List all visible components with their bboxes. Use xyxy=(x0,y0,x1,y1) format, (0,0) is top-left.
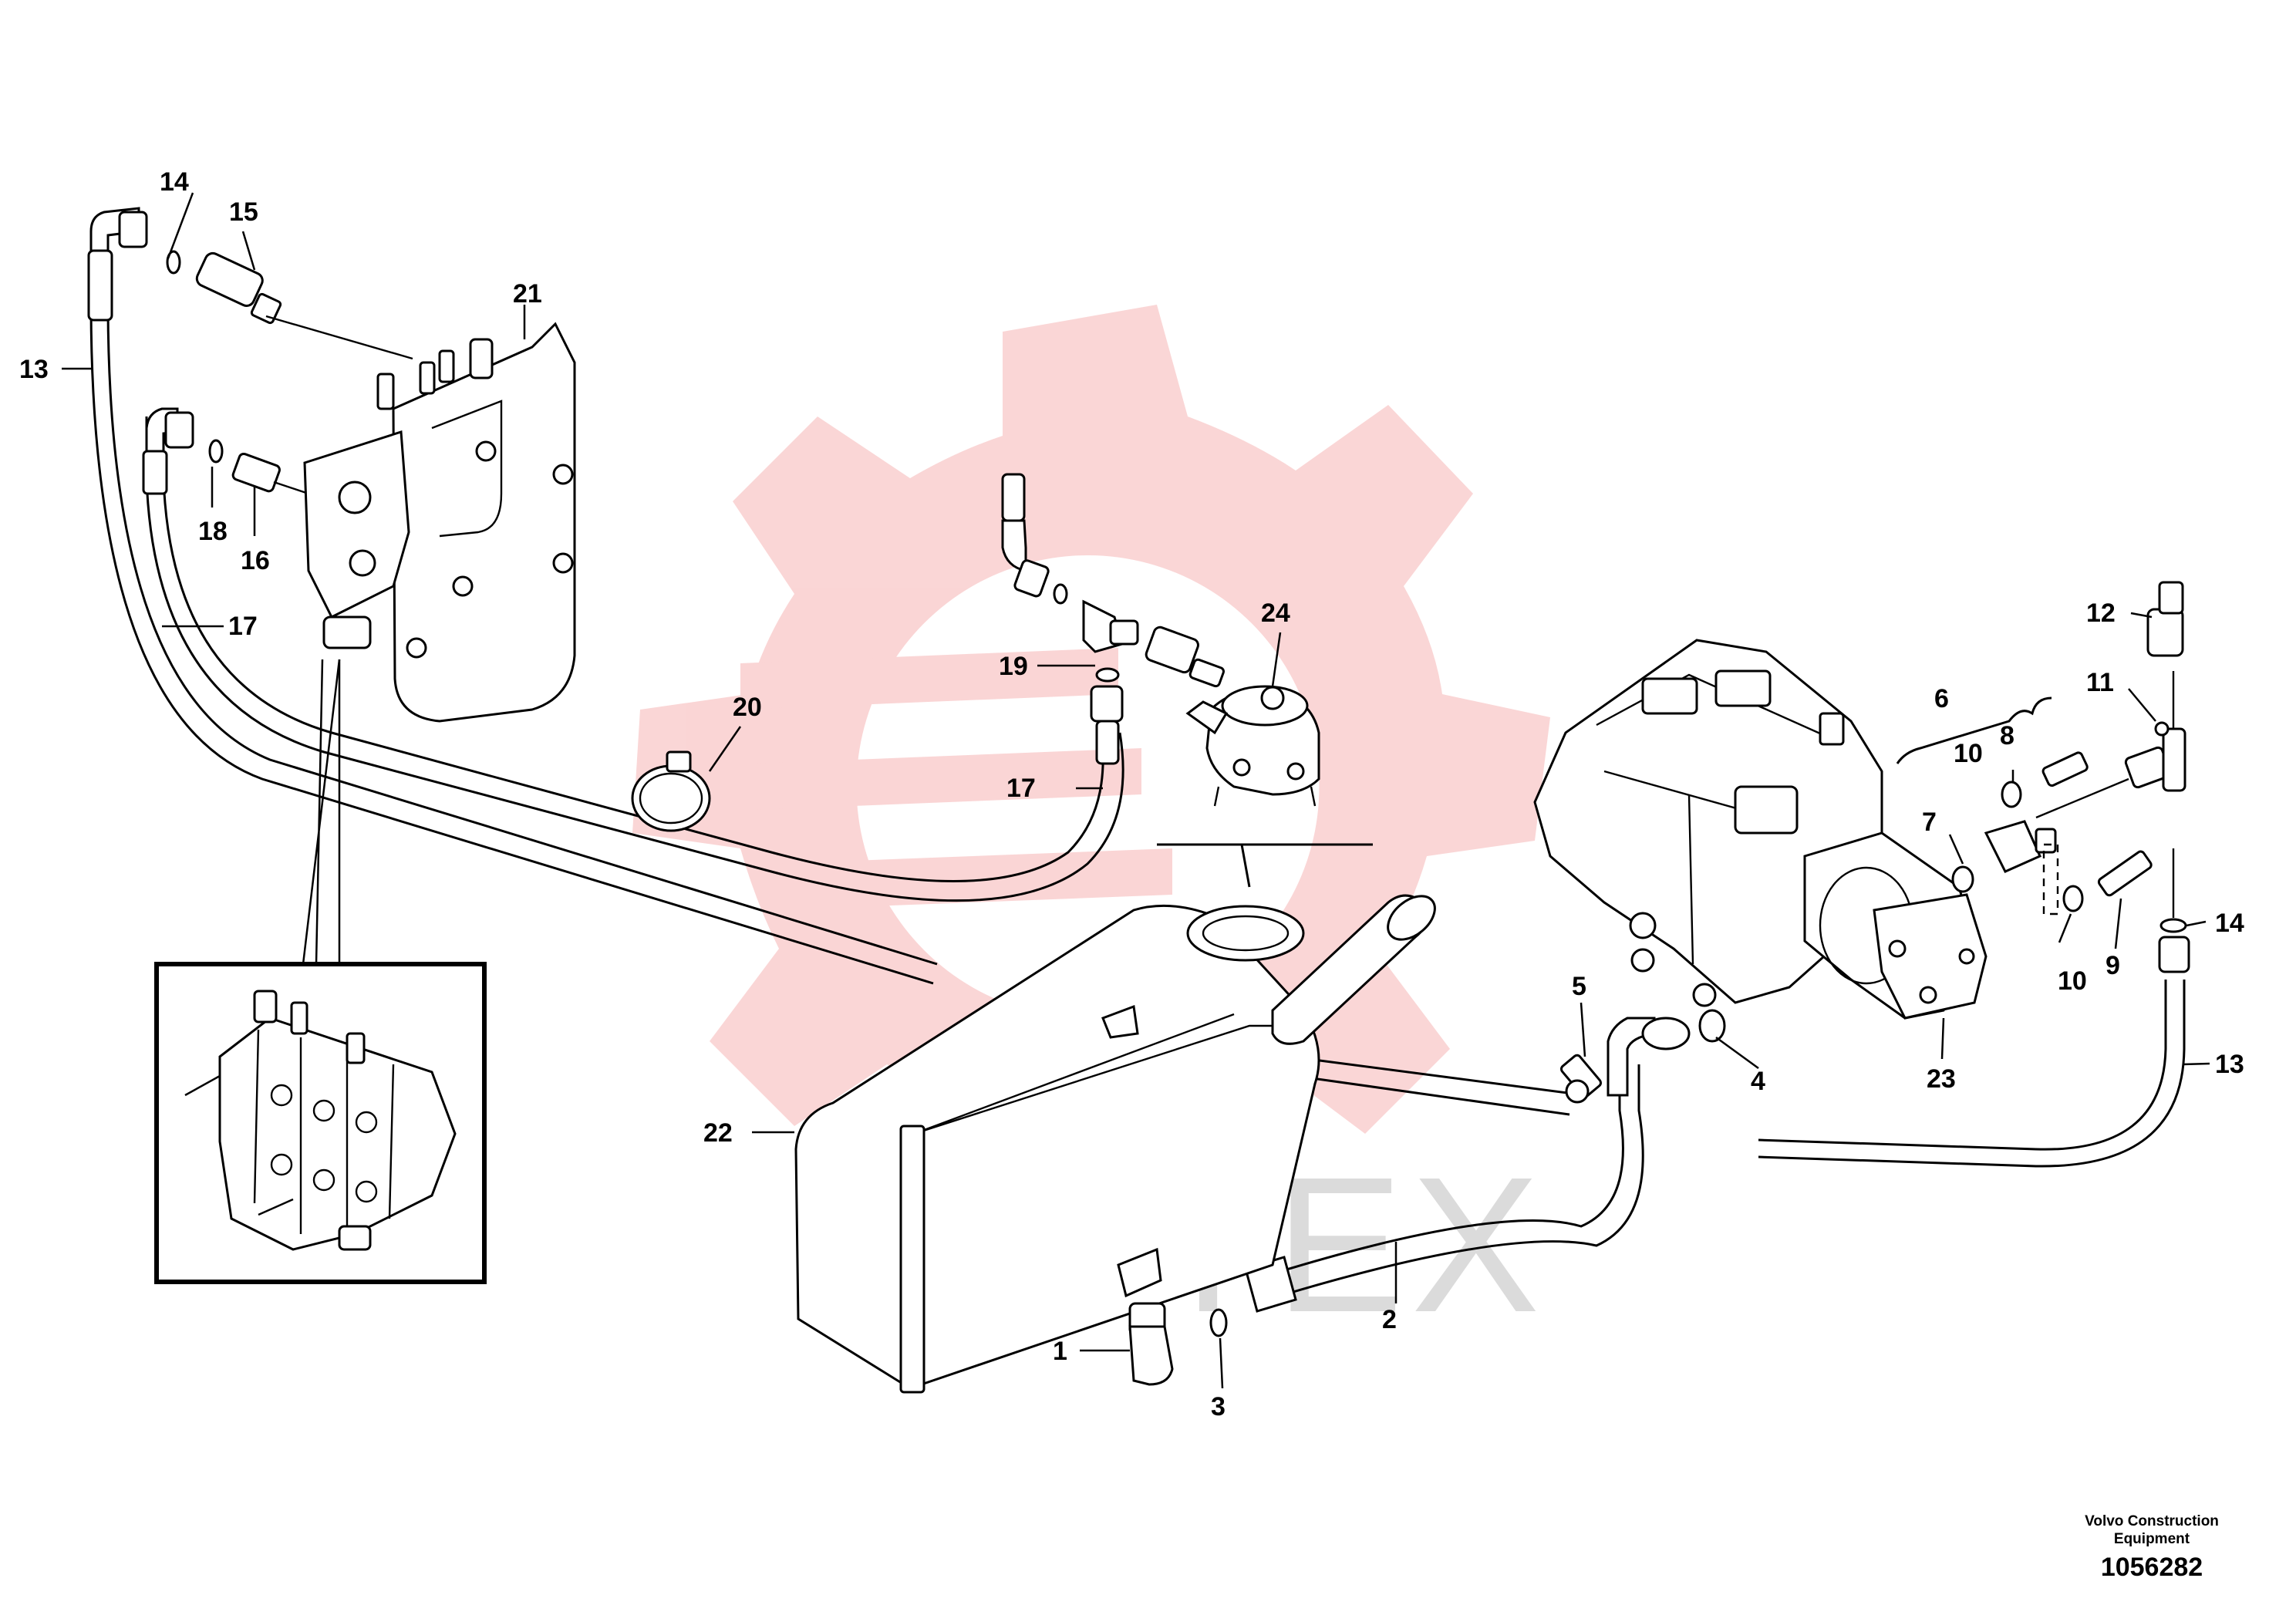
elbow-fitting-17-top xyxy=(142,407,194,495)
detail-inset xyxy=(154,659,487,1284)
adapter-15 xyxy=(195,251,413,360)
callout-labels: 1 2 3 4 5 6 7 8 9 10 10 11 12 13 13 14 1… xyxy=(19,167,2244,1421)
washer-10-lower xyxy=(2062,885,2084,912)
washer-19 xyxy=(1095,667,1120,683)
fitting-top-center xyxy=(1001,473,1225,688)
washer-10-upper xyxy=(2001,781,2022,808)
callout-17-left: 17 xyxy=(228,612,258,641)
fitting-16 xyxy=(231,452,309,495)
callout-21: 21 xyxy=(513,279,542,309)
callout-20: 20 xyxy=(733,693,762,722)
callout-24: 24 xyxy=(1261,599,1290,628)
callout-8: 8 xyxy=(2000,721,2014,750)
callout-3: 3 xyxy=(1211,1392,1226,1421)
flange-4-seal xyxy=(1641,1009,1726,1050)
credit-line-2: Equipment xyxy=(2114,1531,2190,1547)
callout-2: 2 xyxy=(1382,1305,1397,1334)
control-valve-21 xyxy=(303,322,576,723)
callout-11: 11 xyxy=(2086,668,2114,697)
bracket-6 xyxy=(1896,696,2052,764)
callout-19: 19 xyxy=(999,652,1028,681)
bolt-9 xyxy=(2097,850,2153,897)
callout-10-upper: 10 xyxy=(1954,739,1983,768)
pump-assembly-23 xyxy=(1533,639,1988,1020)
footer-credit: Volvo Construction Equipment 1056282 xyxy=(2085,1513,2219,1582)
bolt-8 xyxy=(2041,751,2089,787)
hose-13-left xyxy=(89,262,938,985)
diagram-part-number: 1056282 xyxy=(2101,1553,2203,1582)
callout-5: 5 xyxy=(1572,972,1586,1001)
hose-13-right xyxy=(1295,980,2186,1168)
callout-15: 15 xyxy=(229,197,258,227)
credit-line-1: Volvo Construction xyxy=(2085,1513,2219,1529)
callout-13-left: 13 xyxy=(19,355,49,384)
elbow-fitting-13-top xyxy=(87,207,148,322)
tee-fitting-11 xyxy=(2035,671,2186,819)
callout-7: 7 xyxy=(1922,808,1937,837)
hydraulic-tank-22 xyxy=(794,843,1436,1394)
callout-23: 23 xyxy=(1927,1064,1956,1094)
washer-14-top xyxy=(166,250,181,275)
washer-18 xyxy=(208,439,224,464)
callout-14-left: 14 xyxy=(160,167,189,197)
washer-14-right xyxy=(2159,918,2187,933)
callout-9: 9 xyxy=(2106,951,2120,980)
washer-3 xyxy=(1209,1308,1228,1337)
callout-13-right: 13 xyxy=(2215,1050,2244,1079)
callout-6: 6 xyxy=(1934,684,1949,713)
washer-7 xyxy=(1951,865,1974,893)
breather-filter-24 xyxy=(1185,685,1320,807)
leader-lines xyxy=(62,192,2210,1389)
hose-clamp-20 xyxy=(631,750,711,832)
fitting-1 xyxy=(1128,1302,1174,1386)
callout-1: 1 xyxy=(1053,1337,1067,1366)
callout-16: 16 xyxy=(241,546,270,575)
callout-10-lower: 10 xyxy=(2058,966,2087,996)
fitting-block-6 xyxy=(1984,820,2059,916)
flange-bolt-5 xyxy=(1559,1054,1603,1104)
callout-17-center: 17 xyxy=(1006,774,1036,803)
hose-17-upper-end xyxy=(1090,685,1124,765)
callout-18: 18 xyxy=(198,517,228,546)
callout-14-right: 14 xyxy=(2215,909,2244,938)
callout-12: 12 xyxy=(2086,599,2116,628)
hose-13-right-end xyxy=(2158,848,2190,973)
callout-4: 4 xyxy=(1751,1067,1765,1096)
callout-22: 22 xyxy=(703,1118,733,1148)
fitting-12 xyxy=(2146,581,2184,657)
